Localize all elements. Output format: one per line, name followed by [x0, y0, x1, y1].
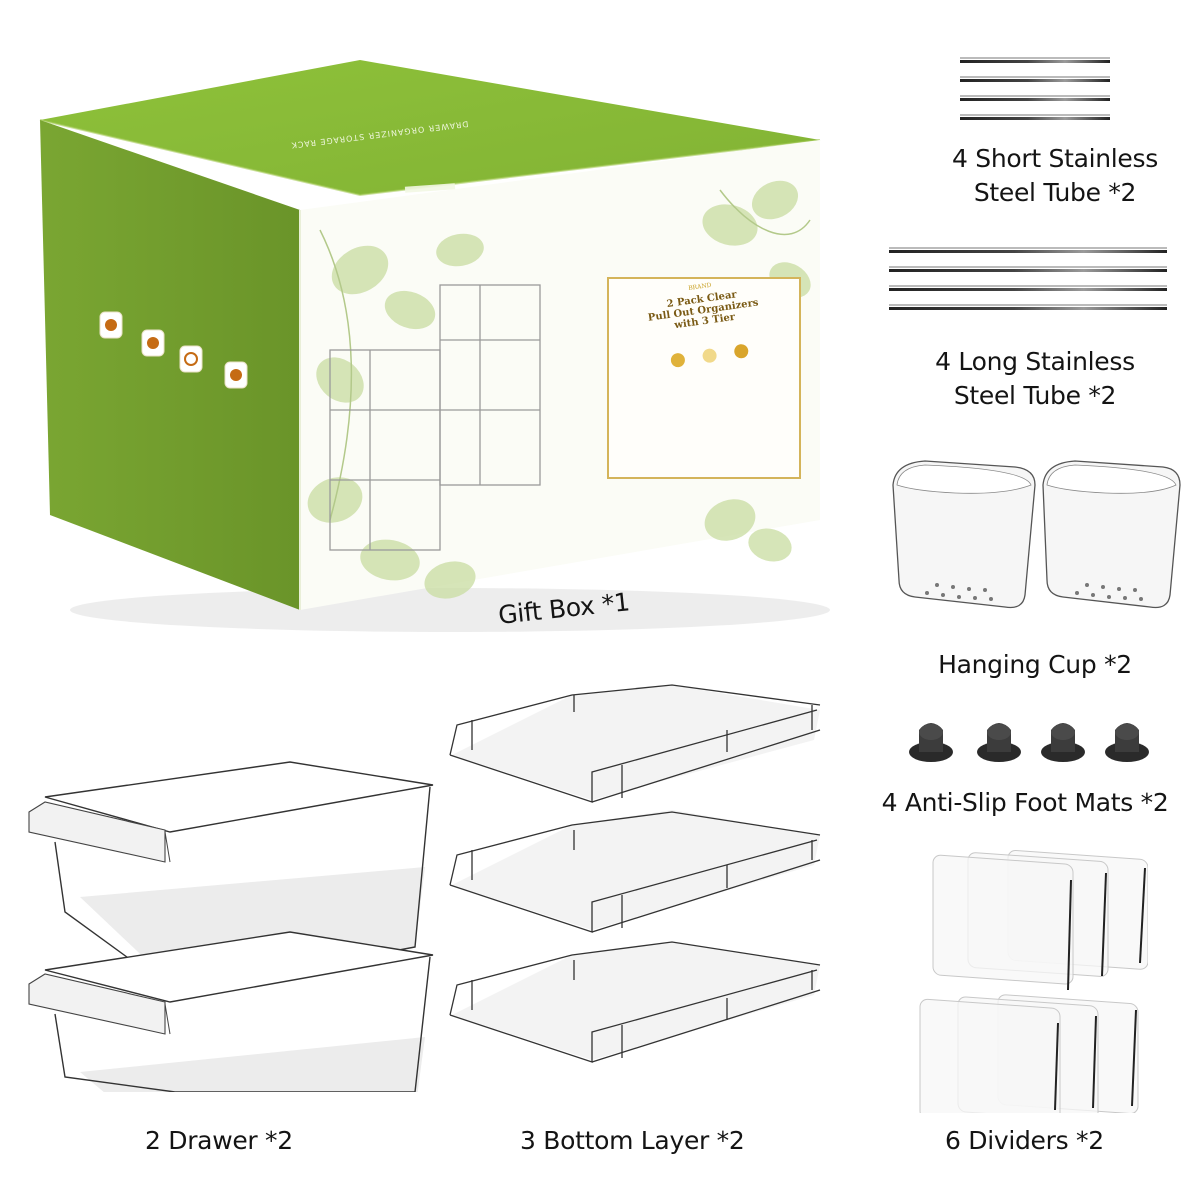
bottom-layer-label: 3 Bottom Layer *2 [520, 1126, 745, 1155]
card-badge-icon [669, 352, 686, 369]
bottom-layers-illustration [442, 680, 827, 1100]
hanging-cups-illustration [885, 455, 1185, 615]
hanging-cup-label: Hanging Cup *2 [938, 650, 1132, 679]
long-tube-label: 4 Long Stainless Steel Tube *2 [900, 345, 1170, 413]
short-tube-label-line2: Steel Tube *2 [973, 178, 1137, 207]
foot-mats-label: 4 Anti-Slip Foot Mats *2 [881, 788, 1169, 817]
card-badge-icon [701, 347, 718, 364]
dividers-illustration [908, 838, 1148, 1113]
foot-mats-illustration [905, 718, 1155, 768]
drawer-label: 2 Drawer *2 [145, 1126, 293, 1155]
gift-box-illustration [30, 50, 850, 640]
short-tube-label: 4 Short Stainless Steel Tube *2 [920, 142, 1190, 210]
long-tube-label-line2: Steel Tube *2 [953, 381, 1117, 410]
card-badge-icon [733, 343, 750, 360]
dividers-label: 6 Dividers *2 [945, 1126, 1104, 1155]
short-tube-label-line1: 4 Short Stainless [952, 144, 1158, 173]
long-steel-tubes-illustration [887, 245, 1172, 315]
short-steel-tubes-illustration [958, 55, 1118, 125]
drawers-illustration [25, 752, 440, 1092]
long-tube-label-line1: 4 Long Stainless [935, 347, 1135, 376]
